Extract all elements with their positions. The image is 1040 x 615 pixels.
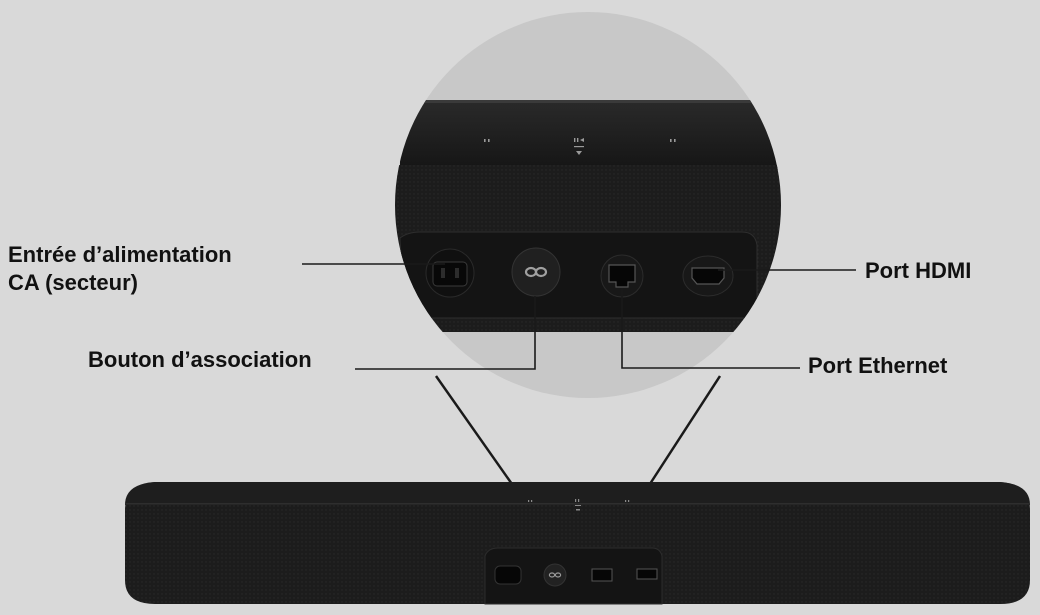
ethernet-leader-line — [621, 288, 800, 369]
label-leader-lines — [302, 263, 856, 370]
magnifier-connector-lines — [434, 375, 722, 488]
pair-leader-line — [355, 296, 536, 370]
magnified-device — [395, 100, 781, 332]
hdmi-port-icon — [682, 255, 734, 297]
hdmi-port-label: Port HDMI — [865, 258, 972, 283]
power-socket-icon — [425, 248, 475, 298]
infinity-icon — [524, 266, 548, 278]
power-input-label-line2: CA (secteur) — [8, 270, 138, 295]
pair-button[interactable] — [511, 247, 561, 297]
top-touch-controls — [484, 138, 676, 155]
soundbar-top-controls — [528, 499, 630, 511]
ethernet-port-icon — [600, 254, 644, 298]
pair-button-label: Bouton d’association — [88, 347, 312, 372]
rear-port-recess — [399, 231, 758, 319]
soundbar — [125, 482, 1030, 605]
power-input-label: Entrée d’alimentation CA (secteur) — [8, 241, 232, 297]
ethernet-port-label: Port Ethernet — [808, 353, 948, 378]
power-input-label-line1: Entrée d’alimentation — [8, 242, 232, 267]
